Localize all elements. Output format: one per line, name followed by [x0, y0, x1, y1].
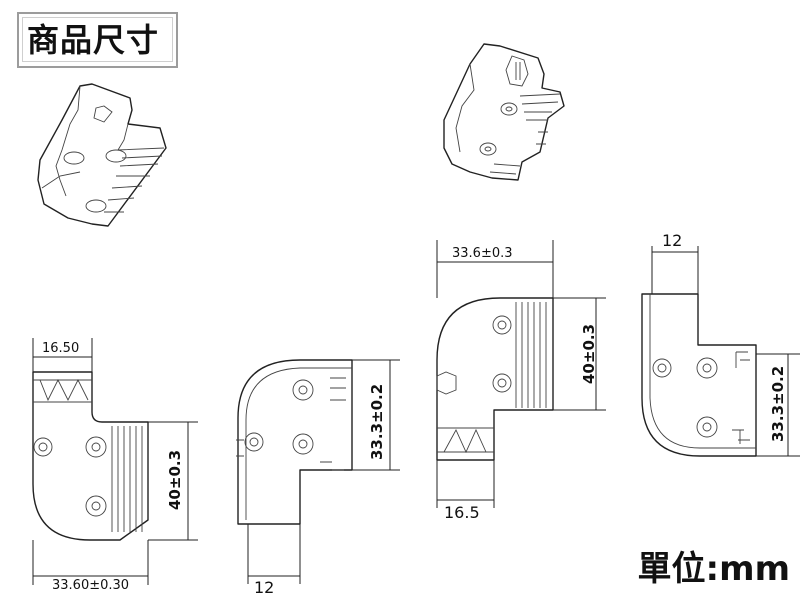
view-a-width-label: 16.50: [42, 341, 79, 356]
isometric-render-right: [443, 43, 565, 181]
isometric-render-left: [37, 83, 167, 227]
view-b-height-label: 33.3±0.2: [368, 384, 386, 460]
title-box-inner-border: [22, 17, 173, 62]
view-b-bottom-label: 12: [254, 578, 274, 597]
view-c-top-label: 33.6±0.3: [452, 246, 513, 261]
view-a-bottom-label: 33.60±0.30: [52, 578, 129, 593]
page-title: 商品尺寸: [27, 21, 160, 59]
view-d: [641, 246, 800, 457]
view-a-height-label: 40±0.3: [166, 450, 184, 510]
view-b: [236, 359, 400, 584]
view-a: [32, 338, 198, 585]
view-d-top-label: 12: [662, 231, 682, 250]
view-c-bottom-label: 16.5: [444, 503, 480, 522]
unit-label: 單位:mm: [637, 549, 790, 589]
view-c: [436, 240, 606, 508]
view-d-height-label: 33.3±0.2: [769, 366, 787, 442]
view-c-height-label: 40±0.3: [580, 324, 598, 384]
title-box: 商品尺寸: [17, 12, 178, 68]
